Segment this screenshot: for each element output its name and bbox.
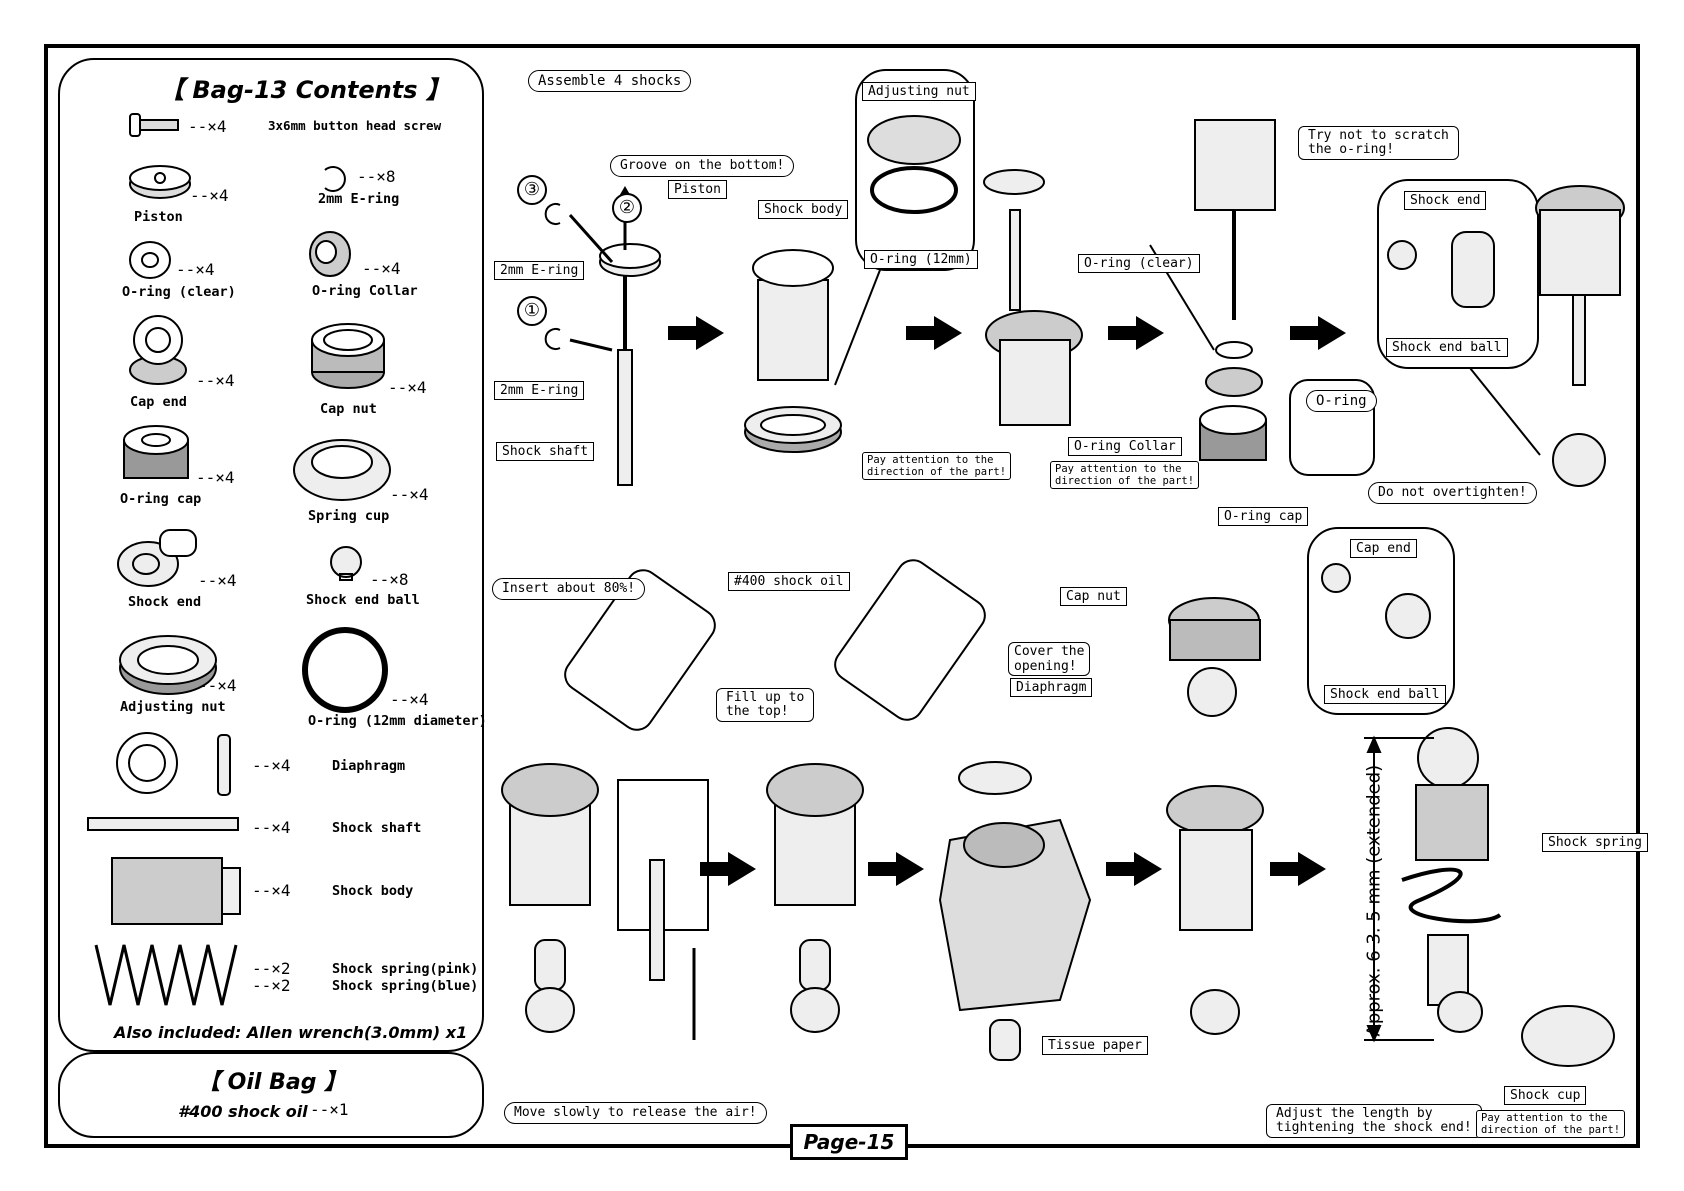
diaphragm-label: Diaphragm (1010, 678, 1093, 697)
name-shock-end-ball: Shock end ball (306, 592, 420, 608)
adjusting-nut-label: Adjusting nut (862, 82, 976, 101)
groove-label: Groove on the bottom! (610, 155, 795, 177)
name-screw: 3x6mm button head screw (268, 118, 442, 133)
pay-attention-note-2: Pay attention to the direction of the pa… (1050, 461, 1200, 489)
cap-end-label: Cap end (1350, 539, 1417, 558)
also-included: Also included: Allen wrench(3.0mm) x1 (114, 1023, 468, 1042)
shock-end-ball-label-2: Shock end ball (1324, 685, 1446, 704)
name-spring-pink: Shock spring(pink) (332, 961, 479, 977)
piston-label: Piston (668, 180, 727, 199)
name-oring-clear: O-ring (clear) (122, 284, 236, 300)
shock-shaft-label: Shock shaft (496, 442, 595, 461)
name-oring-12mm: O-ring (12mm diameter) (308, 713, 487, 729)
name-shock-end: Shock end (128, 594, 202, 610)
shock-end-ball-label: Shock end ball (1386, 338, 1508, 357)
approx-length-label: Approx. 6 3. 5 mm (extended) (1363, 764, 1385, 1037)
tissue-paper-label: Tissue paper (1042, 1036, 1148, 1055)
name-diaphragm: Diaphragm (332, 758, 406, 774)
name-cap-nut: Cap nut (320, 401, 377, 417)
oil-bag-panel (58, 1052, 484, 1138)
name-ering: 2mm E-ring (318, 191, 400, 207)
name-spring-cup: Spring cup (308, 508, 390, 524)
oring-cap-label: O-ring cap (1218, 507, 1309, 526)
qty-cap-nut: --×4 (388, 378, 427, 397)
shock-end-label: Shock end (1404, 191, 1487, 210)
oring-clear-label: O-ring (clear) (1078, 254, 1200, 273)
name-piston: Piston (134, 209, 183, 225)
name-spring-blue: Shock spring(blue) (332, 978, 479, 994)
move-slowly-label: Move slowly to release the air! (504, 1102, 767, 1124)
fill-label: Fill up to the top! (716, 688, 815, 722)
step-number-2: ② (612, 193, 642, 223)
insert-label: Insert about 80%! (492, 578, 646, 600)
cover-label: Cover the opening! (1008, 642, 1091, 676)
oring-collar-label: O-ring Collar (1068, 437, 1182, 456)
ering-label-top: 2mm E-ring (494, 261, 585, 280)
bag13-panel (58, 58, 484, 1052)
ering-label-bottom: 2mm E-ring (494, 381, 585, 400)
name-cap-end: Cap end (130, 394, 187, 410)
step-number-1: ① (517, 296, 547, 326)
name-oring-cap: O-ring cap (120, 491, 202, 507)
oil-bag-title: 【 Oil Bag 】 (198, 1070, 347, 1095)
cap-nut-label: Cap nut (1060, 587, 1127, 606)
name-shock-shaft: Shock shaft (332, 820, 422, 836)
oil-bag-qty: --×1 (310, 1100, 349, 1119)
qty-oring-12mm: --×4 (390, 690, 429, 709)
qty-ering: --×8 (357, 167, 396, 186)
qty-oring-clear: --×4 (176, 260, 215, 279)
qty-spring-pink: --×2 (252, 959, 291, 978)
name-shock-body: Shock body (332, 883, 414, 899)
adjust-length-label: Adjust the length by tightening the shoc… (1266, 1104, 1482, 1138)
oring-label: O-ring (1306, 390, 1377, 412)
qty-shock-shaft: --×4 (252, 818, 291, 837)
assemble-label: Assemble 4 shocks (528, 70, 692, 92)
do-not-overtighten-label: Do not overtighten! (1368, 482, 1537, 504)
step-number-3: ③ (517, 175, 547, 205)
qty-shock-end-ball: --×8 (370, 570, 409, 589)
bag13-title: 【 Bag-13 Contents 】 (160, 76, 450, 104)
qty-oring-cap: --×4 (196, 468, 235, 487)
shock-oil-label: #400 shock oil (728, 572, 850, 591)
try-not-label: Try not to scratch the o-ring! (1298, 126, 1459, 160)
qty-adjusting-nut: --×4 (198, 676, 237, 695)
shock-body-label: Shock body (758, 200, 849, 219)
name-oring-collar: O-ring Collar (312, 283, 418, 299)
qty-shock-end: --×4 (198, 571, 237, 590)
pay-attention-note-3: Pay attention to the direction of the pa… (1476, 1110, 1626, 1138)
pay-attention-note-1: Pay attention to the direction of the pa… (862, 452, 1012, 480)
qty-diaphragm: --×4 (252, 756, 291, 775)
qty-spring-cup: --×4 (390, 485, 429, 504)
shock-cup-label: Shock cup (1504, 1086, 1587, 1105)
oil-bag-item: #400 shock oil (178, 1102, 308, 1121)
oring-12mm-label: O-ring (12mm) (864, 250, 978, 269)
qty-cap-end: --×4 (196, 371, 235, 390)
page-number: Page-15 (790, 1124, 908, 1160)
name-adjusting-nut: Adjusting nut (120, 699, 226, 715)
qty-spring-blue: --×2 (252, 976, 291, 995)
qty-oring-collar: --×4 (362, 259, 401, 278)
qty-screw: --×4 (188, 117, 227, 136)
qty-shock-body: --×4 (252, 881, 291, 900)
shock-spring-label: Shock spring (1542, 833, 1648, 852)
qty-piston: --×4 (190, 186, 229, 205)
